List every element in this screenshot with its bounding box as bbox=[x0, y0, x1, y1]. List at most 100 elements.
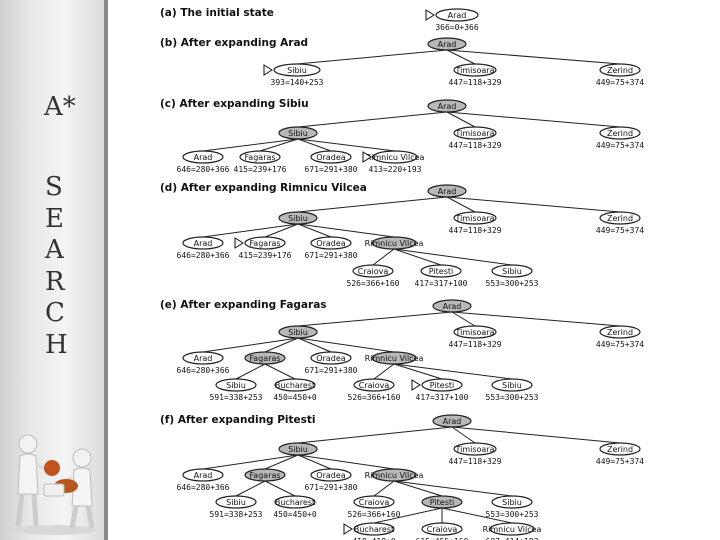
tree-node: Fagaras bbox=[244, 351, 286, 365]
tree-node: Sibiu bbox=[278, 442, 318, 456]
frontier-node-shape bbox=[491, 495, 533, 509]
node-label: Fagaras bbox=[249, 471, 280, 480]
frontier-node-shape bbox=[353, 378, 395, 392]
node-label: Pitesti bbox=[430, 498, 454, 507]
node-f-value: 417=317+100 bbox=[416, 393, 469, 402]
frontier-node-shape bbox=[372, 150, 418, 164]
tree-node: Bucharest418=418+0 bbox=[343, 522, 396, 540]
node-f-value: 646=280+366 bbox=[177, 483, 230, 492]
tree-edge bbox=[296, 49, 448, 65]
tree-edge bbox=[297, 138, 332, 152]
tree-node: Sibiu bbox=[278, 126, 318, 140]
tree-edge bbox=[235, 480, 266, 497]
node-label: Sibiu bbox=[502, 498, 522, 507]
tree-edge bbox=[264, 337, 299, 353]
expanded-node-shape bbox=[278, 325, 318, 339]
slide-title: A* bbox=[44, 92, 76, 122]
tree-edge bbox=[446, 196, 621, 213]
tree-edge bbox=[264, 223, 299, 238]
node-label: Fagaras bbox=[249, 354, 280, 363]
node-f-value: 646=280+366 bbox=[177, 366, 230, 375]
tree-edge bbox=[446, 49, 621, 65]
frontier-node-shape bbox=[453, 63, 497, 77]
tree-edge bbox=[264, 454, 299, 470]
expanded-node-shape bbox=[244, 351, 286, 365]
frontier-node-shape bbox=[310, 468, 352, 482]
frontier-node-shape bbox=[491, 264, 533, 278]
node-label: Oradea bbox=[316, 354, 345, 363]
frontier-node-shape bbox=[215, 495, 257, 509]
frontier-node-shape bbox=[421, 522, 463, 536]
tree-node: Arad bbox=[427, 184, 467, 198]
frontier-node-shape bbox=[599, 442, 641, 456]
node-f-value: 615=455+160 bbox=[416, 537, 469, 540]
node-label: Fagaras bbox=[249, 239, 280, 248]
tree-edge bbox=[297, 223, 332, 238]
tree-edge bbox=[297, 337, 332, 353]
node-label: Craiova bbox=[359, 498, 390, 507]
expanded-node-shape bbox=[427, 184, 467, 198]
frontier-node-shape bbox=[215, 378, 257, 392]
expanded-node-shape bbox=[421, 495, 463, 509]
node-f-value: 450=450+0 bbox=[273, 393, 317, 402]
node-f-value: 671=291+380 bbox=[305, 165, 358, 174]
frontier-node-shape bbox=[353, 495, 395, 509]
frontier-node-shape bbox=[491, 378, 533, 392]
node-f-value: 450=450+0 bbox=[273, 510, 317, 519]
frontier-node-shape bbox=[420, 264, 462, 278]
tree-node: Arad bbox=[432, 414, 472, 428]
tree-edge bbox=[202, 337, 299, 353]
node-label: Timisoara bbox=[454, 66, 494, 75]
expanded-node-shape bbox=[427, 99, 467, 113]
node-label: Arad bbox=[194, 239, 213, 248]
tree-edge bbox=[235, 363, 266, 380]
expanded-node-shape bbox=[432, 299, 472, 313]
frontier-node-shape bbox=[421, 378, 463, 392]
tree-node: Craiova615=455+160 bbox=[416, 522, 469, 540]
vertical-letter: A bbox=[45, 235, 64, 265]
node-f-value: 553=300+253 bbox=[486, 279, 539, 288]
next-expansion-arrow-icon bbox=[263, 64, 273, 76]
vertical-letter: S bbox=[45, 172, 63, 202]
frontier-node-shape bbox=[273, 63, 321, 77]
tree-node: Rimnicu Vilcea607=414+193 bbox=[483, 522, 542, 540]
node-label: Fagaras bbox=[244, 153, 275, 162]
frontier-node-shape bbox=[453, 211, 497, 225]
node-f-value: 418=418+0 bbox=[352, 537, 396, 540]
node-label: Arad bbox=[194, 153, 213, 162]
stage-caption: (b) After expanding Arad bbox=[160, 37, 308, 49]
tree-edge bbox=[202, 454, 299, 470]
tree-node: Rimnicu Vilcea bbox=[365, 351, 424, 365]
node-f-value: 393=140+253 bbox=[271, 78, 324, 87]
tree-edge bbox=[264, 363, 296, 380]
frontier-node-shape bbox=[453, 325, 497, 339]
expanded-node-shape bbox=[244, 468, 286, 482]
slide-sidebar: A* S E A R C H bbox=[0, 0, 108, 540]
frontier-node-shape bbox=[599, 211, 641, 225]
node-f-value: 591=338+253 bbox=[210, 510, 263, 519]
node-f-value: 449=75+374 bbox=[596, 78, 644, 87]
stage-caption: (d) After expanding Rimnicu Vilcea bbox=[160, 182, 367, 194]
node-f-value: 607=414+193 bbox=[486, 537, 539, 540]
tree-edge bbox=[446, 196, 476, 213]
frontier-node-shape bbox=[489, 522, 535, 536]
